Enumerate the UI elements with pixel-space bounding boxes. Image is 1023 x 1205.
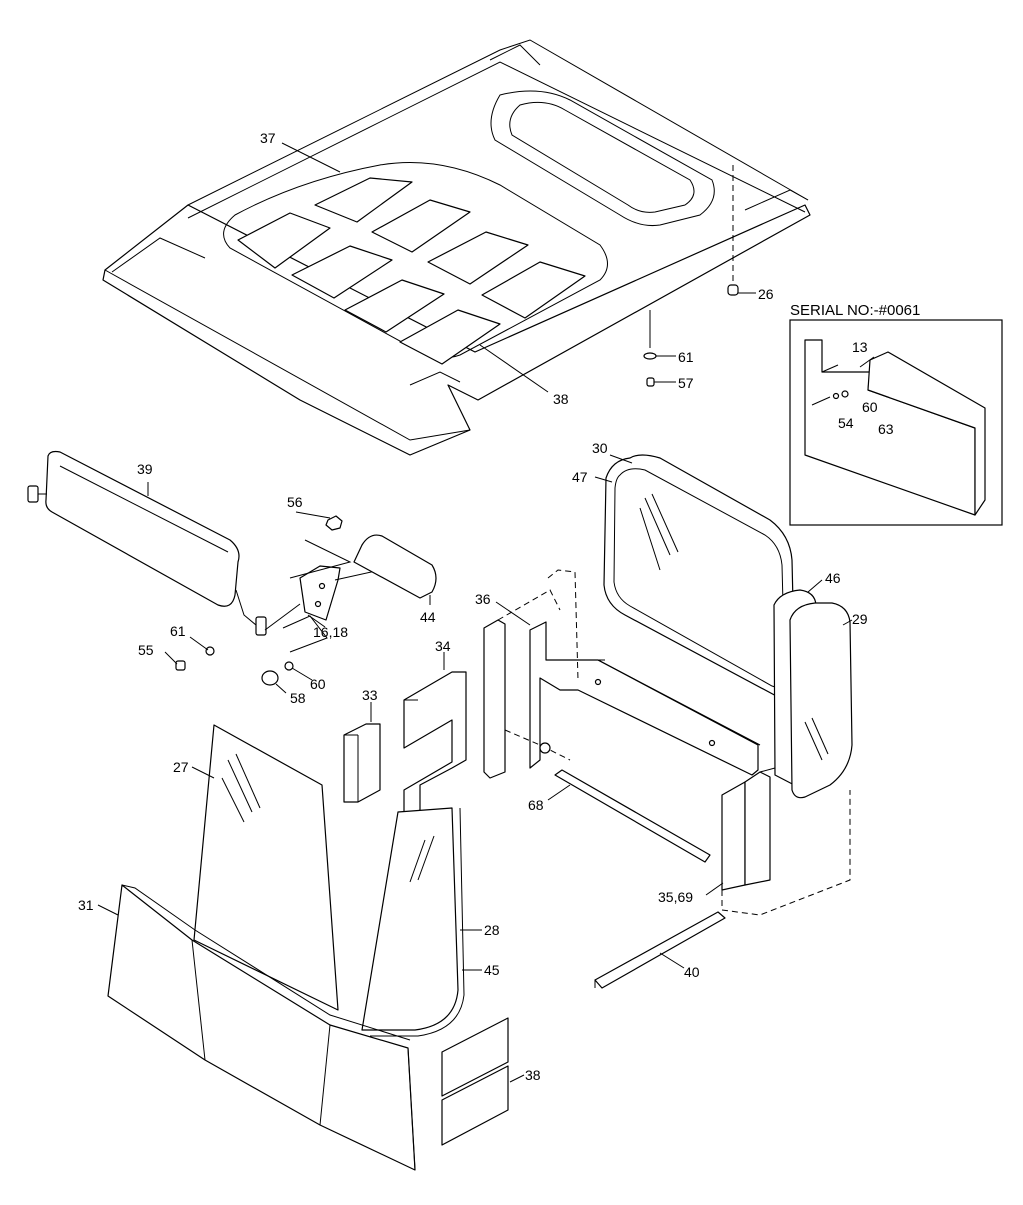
strip-40: [594, 911, 726, 989]
callout-56: 56: [287, 494, 303, 510]
callout-35-69: 35,69: [658, 889, 693, 905]
pad-33: [343, 723, 381, 803]
front-glass-upper: [193, 724, 339, 1011]
callout-61: 61: [170, 623, 186, 639]
serial-inset: [789, 319, 1003, 526]
nut-56: [325, 515, 343, 531]
callout-33: 33: [362, 687, 378, 703]
callout-31: 31: [78, 897, 94, 913]
grab-handle-pad: [353, 534, 437, 605]
callout-60: 60: [862, 399, 878, 415]
callout-39: 39: [137, 461, 153, 477]
callout-16-18: 16,18: [313, 624, 348, 640]
screw-57: [646, 377, 676, 387]
callout-37: 37: [260, 130, 276, 146]
roof-panel: [102, 39, 811, 456]
leaders: [97, 142, 853, 1083]
callout-60: 60: [310, 676, 326, 692]
strip-68: [554, 769, 711, 863]
inset-title: SERIAL NO:-#0061: [790, 302, 920, 319]
callout-47: 47: [572, 469, 588, 485]
pad-38-bottom: [441, 1017, 509, 1146]
callout-57: 57: [678, 375, 694, 391]
callout-28: 28: [484, 922, 500, 938]
callout-36: 36: [475, 591, 491, 607]
bolt-26: [727, 284, 756, 296]
callout-27: 27: [173, 759, 189, 775]
callout-40: 40: [684, 964, 700, 980]
callout-54: 54: [838, 415, 854, 431]
rear-corner-panel: [721, 767, 851, 916]
callout-63: 63: [878, 421, 894, 437]
callout-44: 44: [420, 609, 436, 625]
washer-61: [643, 352, 676, 360]
callout-30: 30: [592, 440, 608, 456]
callout-61: 61: [678, 349, 694, 365]
callout-34: 34: [435, 638, 451, 654]
front-lower-panel: [107, 884, 416, 1171]
roof-pads: [237, 177, 586, 365]
door-window: [603, 454, 796, 701]
callout-45: 45: [484, 962, 500, 978]
pad-34: [403, 671, 467, 819]
small-fasteners-left: [175, 646, 294, 686]
callout-29: 29: [852, 611, 868, 627]
callout-58: 58: [290, 690, 306, 706]
rear-frame: [483, 569, 761, 779]
callout-46: 46: [825, 570, 841, 586]
callout-55: 55: [138, 642, 154, 658]
callout-38: 38: [553, 391, 569, 407]
callout-38: 38: [525, 1067, 541, 1083]
callout-68: 68: [528, 797, 544, 813]
callout-13: 13: [852, 339, 868, 355]
side-window: [773, 589, 853, 799]
callout-26: 26: [758, 286, 774, 302]
door-lower-glass: [361, 807, 465, 1037]
sun-visor: [27, 450, 267, 636]
